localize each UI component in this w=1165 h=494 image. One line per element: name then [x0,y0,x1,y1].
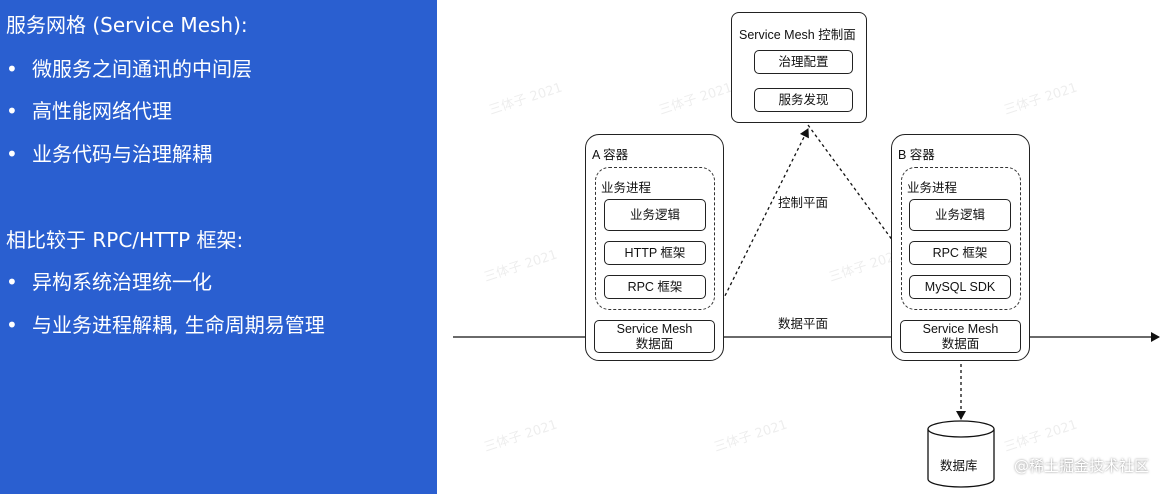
bullet-text: 异构系统治理统一化 [32,270,212,294]
container-b-title: B 容器 [898,148,935,162]
bullet-item: • 与业务进程解耦, 生命周期易管理 [6,312,325,338]
module-a: HTTP 框架 [604,241,706,265]
mesh-a-line2: 数据面 [635,336,674,351]
panel-subtitle: 相比较于 RPC/HTTP 框架: [6,228,244,252]
database-label: 数据库 [940,459,978,473]
control-arrow-a [708,128,809,329]
bullet-dot: • [6,270,18,294]
control-plane-title: Service Mesh 控制面 [739,28,856,42]
bullet-item: • 业务代码与治理解耦 [6,141,212,167]
mesh-b-line2: 数据面 [941,336,980,351]
bullet-item: • 高性能网络代理 [6,98,172,124]
mesh-b-line1: Service Mesh [922,321,999,336]
bullet-dot: • [6,57,18,81]
control-item: 治理配置 [754,50,853,74]
module-b: 业务逻辑 [909,199,1011,231]
mesh-data-plane-b: Service Mesh 数据面 [900,320,1021,353]
bullet-dot: • [6,99,18,123]
database-cylinder [927,429,995,488]
connector-lines [453,124,1160,488]
architecture-diagram: 三体子 2021 三体子 2021 三体子 2021 三体子 2021 三体子 … [437,0,1165,494]
process-b-title: 业务进程 [907,181,958,195]
container-a-title: A 容器 [592,148,629,162]
source-credit: @稀土掘金技术社区 [1013,457,1149,475]
process-a-boundary [595,167,715,310]
bullet-item: • 异构系统治理统一化 [6,269,212,295]
module-b: RPC 框架 [909,241,1011,265]
bullet-text: 高性能网络代理 [32,99,172,123]
mesh-data-plane-a: Service Mesh 数据面 [594,320,715,353]
bullet-text: 与业务进程解耦, 生命周期易管理 [32,313,325,337]
process-a-title: 业务进程 [601,181,652,195]
left-panel: 服务网格 (Service Mesh): • 微服务之间通讯的中间层 • 高性能网络… [0,0,437,494]
bullet-dot: • [6,313,18,337]
bullet-dot: • [6,142,18,166]
bullet-text: 业务代码与治理解耦 [32,142,212,166]
module-a: 业务逻辑 [604,199,706,231]
module-b: MySQL SDK [909,275,1011,299]
mesh-a-line1: Service Mesh [616,321,693,336]
bullet-text: 微服务之间通讯的中间层 [32,57,252,81]
control-item: 服务发现 [754,88,853,112]
module-a: RPC 框架 [604,275,706,299]
control-plane-label: 控制平面 [778,196,829,210]
process-b-boundary [901,167,1021,310]
bullet-item: • 微服务之间通讯的中间层 [6,56,252,82]
data-plane-label: 数据平面 [778,317,829,331]
panel-title: 服务网格 (Service Mesh): [6,13,248,37]
